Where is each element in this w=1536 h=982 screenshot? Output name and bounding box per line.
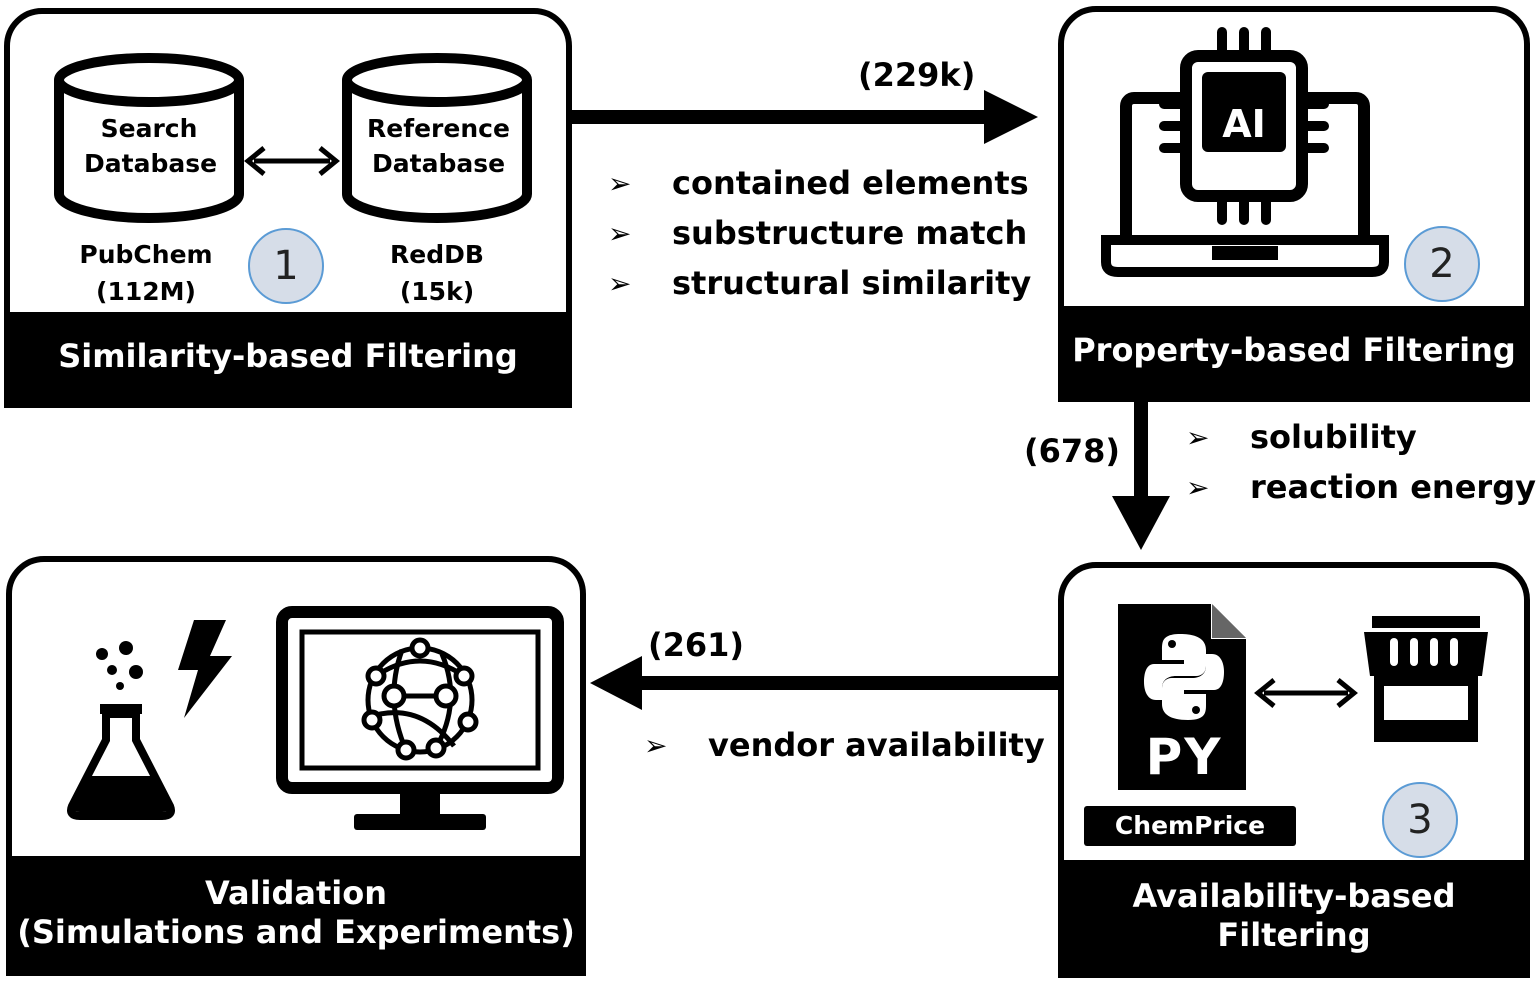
python-file-icon — [1118, 604, 1246, 790]
double-arrow-icon — [1254, 678, 1358, 708]
search-db-line2: Database — [84, 149, 218, 178]
reference-db-line1: Reference — [367, 114, 510, 143]
criteria-item: ➢ reaction energy — [1186, 468, 1536, 506]
database-icon — [342, 53, 532, 223]
bullet-arrow-icon: ➢ — [608, 266, 632, 300]
flow3-count: (261) — [648, 626, 745, 664]
flow-arrow-left — [590, 656, 1060, 710]
bullet-arrow-icon: ➢ — [608, 166, 632, 200]
bullet-arrow-icon: ➢ — [1186, 420, 1210, 454]
bullet-arrow-icon: ➢ — [1186, 470, 1210, 504]
flow3-criteria: ➢ vendor availability — [644, 720, 1045, 770]
flow-arrow-down — [1112, 402, 1170, 550]
step-badge-2: 2 — [1404, 226, 1480, 302]
store-icon — [1364, 616, 1488, 742]
stage4-title-bar: Validation (Simulations and Experiments) — [12, 856, 580, 970]
ai-chip-laptop-icon — [1101, 27, 1389, 277]
flask-icon — [67, 641, 175, 820]
criteria-item: ➢ solubility — [1186, 418, 1417, 456]
ai-chip-label: AI — [1222, 102, 1266, 146]
reference-db-line2: Database — [372, 149, 506, 178]
stage3-title-line2: Filtering — [1217, 916, 1371, 954]
stage3-title-bar: Availability-based Filtering — [1064, 860, 1524, 972]
flow2-criteria: ➢ solubility ➢ reaction energy — [1186, 412, 1536, 512]
criteria-item: ➢ contained elements — [608, 164, 1029, 202]
search-db-line1: Search — [100, 114, 198, 143]
flow1-criteria: ➢ contained elements ➢ substructure matc… — [608, 158, 1031, 308]
stage1-title: Similarity-based Filtering — [58, 337, 518, 376]
python-file-label: PY — [1145, 728, 1223, 786]
criteria-item: ➢ structural similarity — [608, 264, 1032, 302]
lightning-icon — [178, 620, 232, 718]
stage1-box: Search Database Reference Database PubCh… — [4, 8, 572, 408]
monitor-network-icon — [276, 606, 564, 830]
chemprice-label: ChemPrice — [1084, 806, 1296, 846]
stage4-box: Validation (Simulations and Experiments) — [6, 556, 586, 976]
reddb-name: RedDB — [390, 240, 484, 269]
criteria-item: ➢ substructure match — [608, 214, 1028, 252]
flow-arrow-right — [572, 90, 1038, 144]
stage2-title: Property-based Filtering — [1072, 331, 1516, 370]
stage4-title-line2: (Simulations and Experiments) — [17, 913, 575, 951]
stage3-box: PY ChemPrice 3 Availability-based Filter… — [1058, 562, 1530, 978]
criteria-item: ➢ vendor availability — [644, 726, 1045, 764]
pubchem-count: (112M) — [96, 277, 196, 306]
database-icon — [54, 53, 244, 223]
stage2-box: AI 2 Property-based Filtering — [1058, 6, 1530, 402]
reddb-count: (15k) — [399, 277, 475, 306]
bullet-arrow-icon: ➢ — [644, 728, 668, 762]
stage2-title-bar: Property-based Filtering — [1064, 306, 1524, 396]
flow1-count: (229k) — [858, 56, 976, 94]
bullet-arrow-icon: ➢ — [608, 216, 632, 250]
stage4-title-line1: Validation — [204, 873, 388, 912]
stage1-title-bar: Similarity-based Filtering — [10, 312, 566, 402]
pubchem-name: PubChem — [79, 240, 213, 269]
double-arrow-icon — [244, 146, 340, 176]
flow2-count: (678) — [1024, 432, 1121, 470]
step-badge-1: 1 — [248, 228, 324, 304]
stage3-title-line1: Availability-based — [1132, 876, 1456, 915]
step-badge-3: 3 — [1382, 782, 1458, 858]
